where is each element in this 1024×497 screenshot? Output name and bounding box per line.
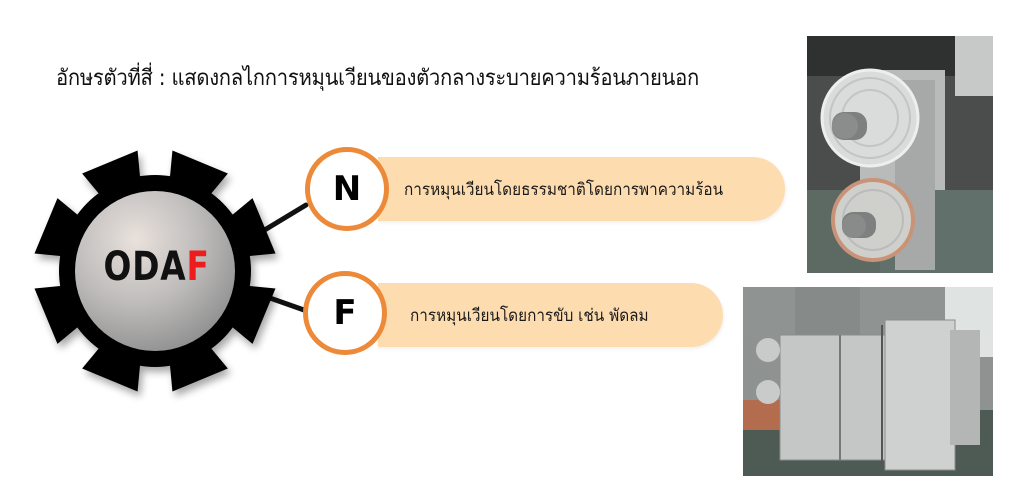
branch-f-description: การหมุนเวียนโดยการขับ เช่น พัดลม <box>410 305 649 326</box>
gear-icon <box>34 150 276 392</box>
odaf-label-main: ODA <box>103 244 187 290</box>
branch-n-description: การหมุนเวียนโดยธรรมชาติโดยการพาความร้อน <box>404 179 724 200</box>
odaf-label: ODAF <box>104 244 209 290</box>
photo-transformer-fans <box>807 36 993 273</box>
connector-line-n <box>255 202 309 237</box>
photo-radiator-art <box>743 287 993 476</box>
branch-n-letter: N <box>332 169 362 209</box>
branch-n-description-pill: การหมุนเวียนโดยธรรมชาติโดยการพาความร้อน <box>378 157 785 221</box>
branch-n-badge: N <box>305 147 389 231</box>
gear-center-disk <box>75 191 235 351</box>
branch-f-badge: F <box>303 271 387 355</box>
branch-f-letter: F <box>333 293 357 333</box>
photo-transformer-radiator <box>743 287 993 476</box>
photo-fan-art <box>807 36 993 273</box>
odaf-label-accent: F <box>186 244 210 290</box>
slide-title: อักษรตัวที่สี่ : แสดงกลไกการหมุนเวียนของ… <box>56 66 699 91</box>
branch-f-description-pill: การหมุนเวียนโดยการขับ เช่น พัดลม <box>378 283 723 347</box>
